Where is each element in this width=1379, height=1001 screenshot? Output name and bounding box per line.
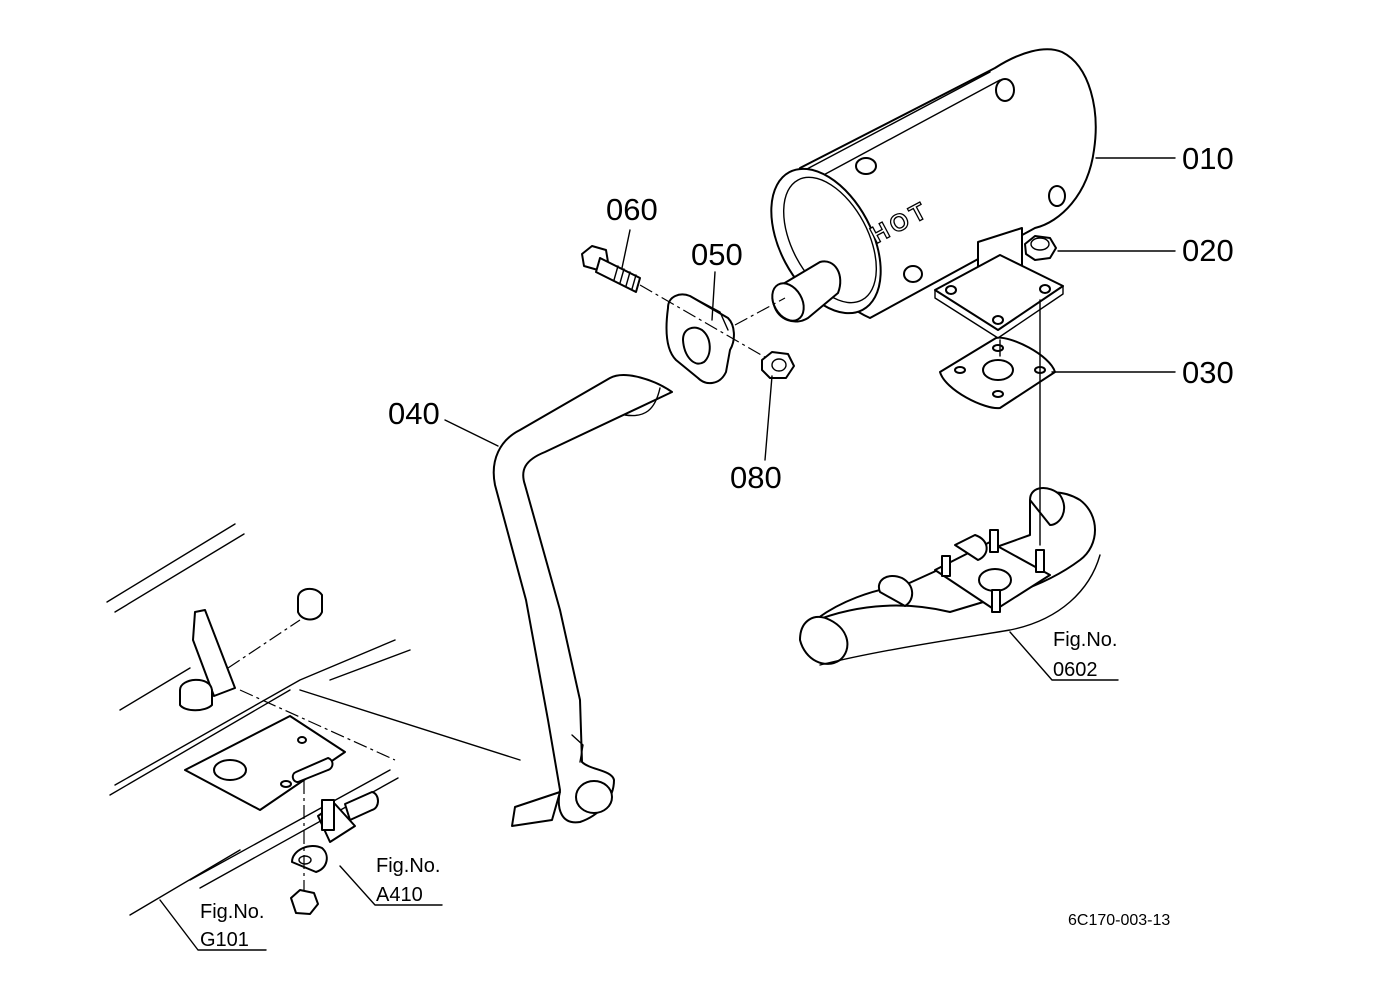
- callout-leaders: [159, 157, 1176, 951]
- clamp-nut: [761, 351, 795, 379]
- fig-ref-0602-number: 0602: [1053, 659, 1098, 681]
- fig-ref-a410-number: A410: [376, 884, 423, 906]
- fig-ref-0602-label: Fig.No.: [1053, 629, 1117, 651]
- engine-frame: [106, 523, 521, 916]
- exhaust-pipe: [492, 374, 673, 827]
- drawing-code: 6C170-003-13: [1068, 912, 1170, 929]
- flange-nut: [1024, 235, 1057, 261]
- exhaust-manifold: [799, 487, 1101, 666]
- gasket: [939, 336, 1056, 410]
- callout-020: 020: [1182, 233, 1234, 268]
- callout-050: 050: [691, 237, 743, 272]
- callout-030: 030: [1182, 355, 1234, 390]
- callout-040: 040: [388, 396, 440, 431]
- callout-010: 010: [1182, 141, 1234, 176]
- pipe-clamp: [665, 293, 735, 385]
- muffler: HOT: [770, 48, 1097, 339]
- fig-ref-g101-number: G101: [200, 929, 249, 951]
- fig-ref-a410-label: Fig.No.: [376, 855, 440, 877]
- callout-080: 080: [730, 460, 782, 495]
- callout-060: 060: [606, 192, 658, 227]
- fig-ref-g101-label: Fig.No.: [200, 901, 264, 923]
- clamp-bolt: [581, 245, 771, 361]
